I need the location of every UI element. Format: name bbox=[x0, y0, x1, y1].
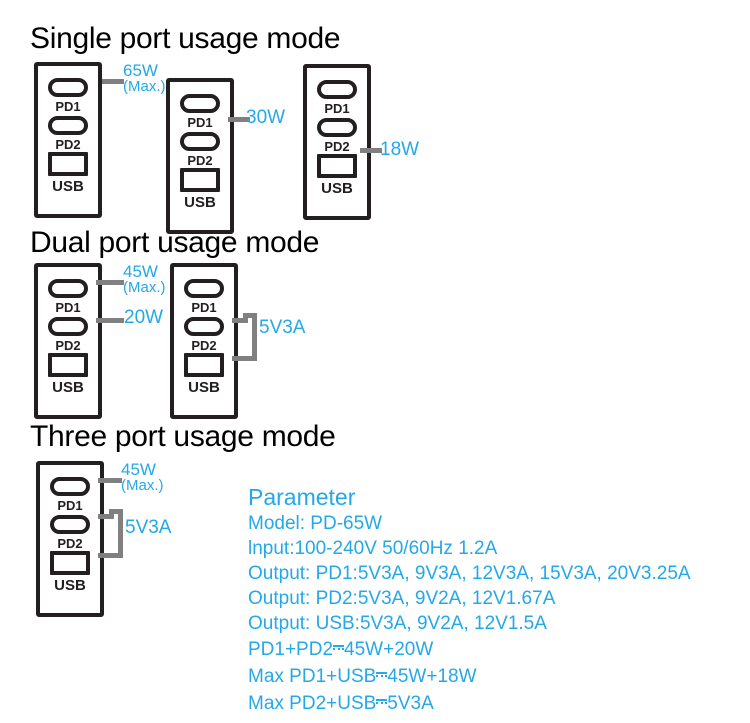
leader-line-three-1-usb bbox=[98, 553, 114, 558]
bracket-connector-dual-2 bbox=[243, 313, 257, 361]
annotation-dual-1-max: (Max.) bbox=[123, 279, 166, 296]
parameter-combo-pd1-usb-right: 45W+18W bbox=[387, 666, 477, 688]
parameter-combo-pd2-usb-right: 5V3A bbox=[387, 693, 434, 715]
parameter-combo-pd1-pd2: PD1+PD2 45W+20W bbox=[248, 636, 691, 663]
section-title-single-port: Single port usage mode bbox=[30, 22, 341, 55]
usb-port-label: USB bbox=[52, 379, 84, 396]
pd2-port-label: PD2 bbox=[187, 153, 213, 168]
section-title-dual-port: Dual port usage mode bbox=[30, 226, 320, 259]
leader-line-dual-1-pd2 bbox=[96, 318, 124, 323]
pd1-port-label: PD1 bbox=[55, 300, 81, 315]
leader-line-three-1-pd2 bbox=[98, 514, 114, 519]
charger-device-dual-2: PD1 PD2 USB bbox=[170, 263, 238, 419]
usb-port bbox=[48, 152, 88, 176]
parameter-combo-pd2-usb-left: Max PD2+USB bbox=[248, 693, 377, 715]
charger-device-three-1: PD1 PD2 USB bbox=[36, 461, 104, 617]
parameter-output-usb: Output: USB:5V3A, 9V2A, 12V1.5A bbox=[248, 612, 547, 634]
leader-line-three-1-pd1 bbox=[98, 478, 122, 483]
charger-device-dual-1: PD1 PD2 USB bbox=[34, 263, 102, 419]
leader-line-single-3 bbox=[360, 148, 382, 153]
usb-port bbox=[180, 168, 220, 192]
usb-port-label: USB bbox=[321, 180, 353, 197]
leader-line-dual-2-usb bbox=[232, 356, 248, 361]
bracket-connector-three-1 bbox=[109, 509, 123, 558]
annotation-dual-1-pd1: 45W (Max.) bbox=[123, 263, 166, 295]
charger-device-single-3: PD1 PD2 USB bbox=[303, 64, 371, 220]
usb-port bbox=[317, 154, 357, 178]
parameter-block: Parameter Model: PD-65W lnput:100-240V 5… bbox=[248, 483, 691, 717]
annotation-three-1-value: 45W bbox=[121, 460, 156, 479]
pd2-port bbox=[184, 317, 224, 336]
annotation-three-1-pd1: 45W (Max.) bbox=[121, 461, 164, 493]
pd2-port bbox=[50, 515, 90, 534]
pd1-port-label: PD1 bbox=[191, 300, 217, 315]
parameter-combo-pd1-usb-left: Max PD1+USB bbox=[248, 666, 377, 688]
annotation-single-3: 18W bbox=[380, 139, 420, 160]
dc-power-icon bbox=[333, 636, 345, 655]
pd1-port-label: PD1 bbox=[324, 101, 350, 116]
usb-port-label: USB bbox=[184, 194, 216, 211]
pd1-port-label: PD1 bbox=[57, 498, 83, 513]
parameter-combo-pd1-pd2-left: PD1+PD2 bbox=[248, 639, 334, 661]
pd2-port-label: PD2 bbox=[324, 139, 350, 154]
pd1-port bbox=[184, 279, 224, 298]
annotation-dual-2-bracket: 5V3A bbox=[259, 317, 306, 338]
parameter-combo-pd2-usb: Max PD2+USB 5V3A bbox=[248, 690, 691, 717]
leader-line-single-1 bbox=[102, 79, 124, 84]
pd2-port-label: PD2 bbox=[191, 338, 217, 353]
pd1-port bbox=[48, 78, 88, 97]
annotation-single-1-max: (Max.) bbox=[123, 78, 166, 95]
usb-port bbox=[48, 353, 88, 377]
pd2-port-label: PD2 bbox=[57, 536, 83, 551]
dc-power-icon bbox=[376, 663, 388, 682]
annotation-single-1: 65W (Max.) bbox=[123, 62, 166, 94]
annotation-single-1-value: 65W bbox=[123, 61, 158, 80]
pd2-port-label: PD2 bbox=[55, 137, 81, 152]
parameter-output-pd1: Output: PD1:5V3A, 9V3A, 12V3A, 15V3A, 20… bbox=[248, 562, 691, 584]
charger-device-single-1: PD1 PD2 USB bbox=[34, 62, 102, 218]
pd2-port bbox=[180, 132, 220, 151]
usb-port bbox=[184, 353, 224, 377]
pd1-port-label: PD1 bbox=[187, 115, 213, 130]
parameter-combo-pd1-pd2-right: 45W+20W bbox=[344, 639, 434, 661]
leader-line-single-2 bbox=[228, 117, 250, 122]
annotation-dual-1-pd2: 20W bbox=[124, 307, 164, 328]
pd1-port bbox=[317, 80, 357, 99]
pd2-port-label: PD2 bbox=[55, 338, 81, 353]
charger-device-single-2: PD1 PD2 USB bbox=[166, 78, 234, 234]
pd1-port bbox=[50, 477, 90, 496]
parameter-model: Model: PD-65W bbox=[248, 513, 383, 535]
annotation-single-2: 30W bbox=[246, 107, 286, 128]
annotation-dual-1-value: 45W bbox=[123, 262, 158, 281]
pd1-port bbox=[180, 94, 220, 113]
parameter-input: lnput:100-240V 50/60Hz 1.2A bbox=[248, 537, 498, 559]
parameter-title: Parameter bbox=[248, 484, 356, 510]
annotation-three-1-max: (Max.) bbox=[121, 477, 164, 494]
parameter-combo-pd1-usb: Max PD1+USB 45W+18W bbox=[248, 663, 691, 690]
parameter-output-pd2: Output: PD2:5V3A, 9V2A, 12V1.67A bbox=[248, 587, 556, 609]
pd1-port bbox=[48, 279, 88, 298]
pd2-port bbox=[317, 118, 357, 137]
pd2-port bbox=[48, 116, 88, 135]
usb-port-label: USB bbox=[54, 577, 86, 594]
leader-line-dual-2-pd2 bbox=[232, 318, 248, 323]
usb-port-label: USB bbox=[188, 379, 220, 396]
section-title-three-port: Three port usage mode bbox=[30, 420, 336, 453]
annotation-three-1-bracket: 5V3A bbox=[125, 517, 172, 538]
pd1-port-label: PD1 bbox=[55, 99, 81, 114]
usb-port-label: USB bbox=[52, 178, 84, 195]
dc-power-icon bbox=[376, 690, 388, 709]
pd2-port bbox=[48, 317, 88, 336]
leader-line-dual-1-pd1 bbox=[96, 280, 124, 285]
usb-port bbox=[50, 551, 90, 575]
